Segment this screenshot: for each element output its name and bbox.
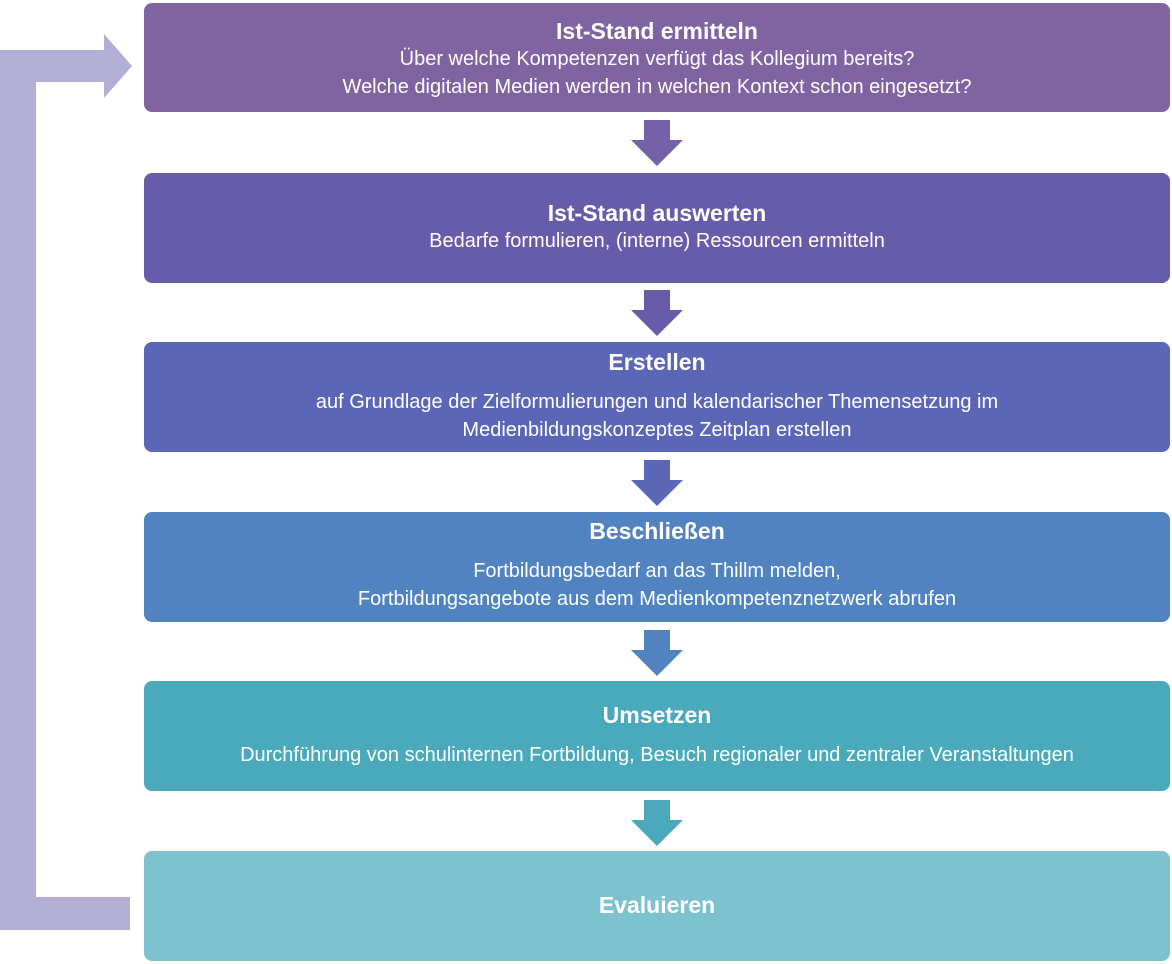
step-ist-stand-ermitteln: Ist-Stand ermitteln Über welche Kompeten… [144,3,1170,112]
down-arrow-icon [631,800,683,846]
step-evaluieren: Evaluieren [144,851,1170,961]
step-title: Ist-Stand auswerten [547,200,767,226]
step-description-line-1: Bedarfe formulieren, (interne) Ressource… [429,230,885,252]
feedback-loop-arrow [0,34,132,930]
step-umsetzen: Umsetzen Durchführung von schulinternen … [144,681,1170,791]
step-description-line-2: Fortbildungsangebote aus dem Medienkompe… [357,588,957,610]
step-description-line-1: Über welche Kompetenzen verfügt das Koll… [399,48,915,70]
step-description-line-1: Fortbildungsbedarf an das Thillm melden, [473,560,841,582]
down-arrow-icon [631,630,683,676]
step-title: Erstellen [608,349,706,375]
step-beschliessen: Beschließen Fortbildungsbedarf an das Th… [144,512,1170,622]
step-description-line-1: Durchführung von schulinternen Fortbildu… [240,744,1074,766]
step-title: Evaluieren [598,892,716,918]
step-description-line-2: Medienbildungskonzeptes Zeitplan erstell… [462,419,852,441]
step-description-line-2: Welche digitalen Medien werden in welche… [342,76,972,98]
step-title: Ist-Stand ermitteln [556,18,758,44]
step-erstellen: Erstellen auf Grundlage der Zielformulie… [144,342,1170,452]
step-ist-stand-auswerten: Ist-Stand auswerten Bedarfe formulieren,… [144,173,1170,283]
step-title: Beschließen [589,518,725,544]
feedback-loop-path [0,34,132,930]
down-arrow-icon [631,290,683,336]
step-description-line-1: auf Grundlage der Zielformulierungen und… [315,391,999,413]
down-arrow-icon [631,460,683,506]
step-title: Umsetzen [602,702,712,728]
down-arrow-icon [631,120,683,166]
